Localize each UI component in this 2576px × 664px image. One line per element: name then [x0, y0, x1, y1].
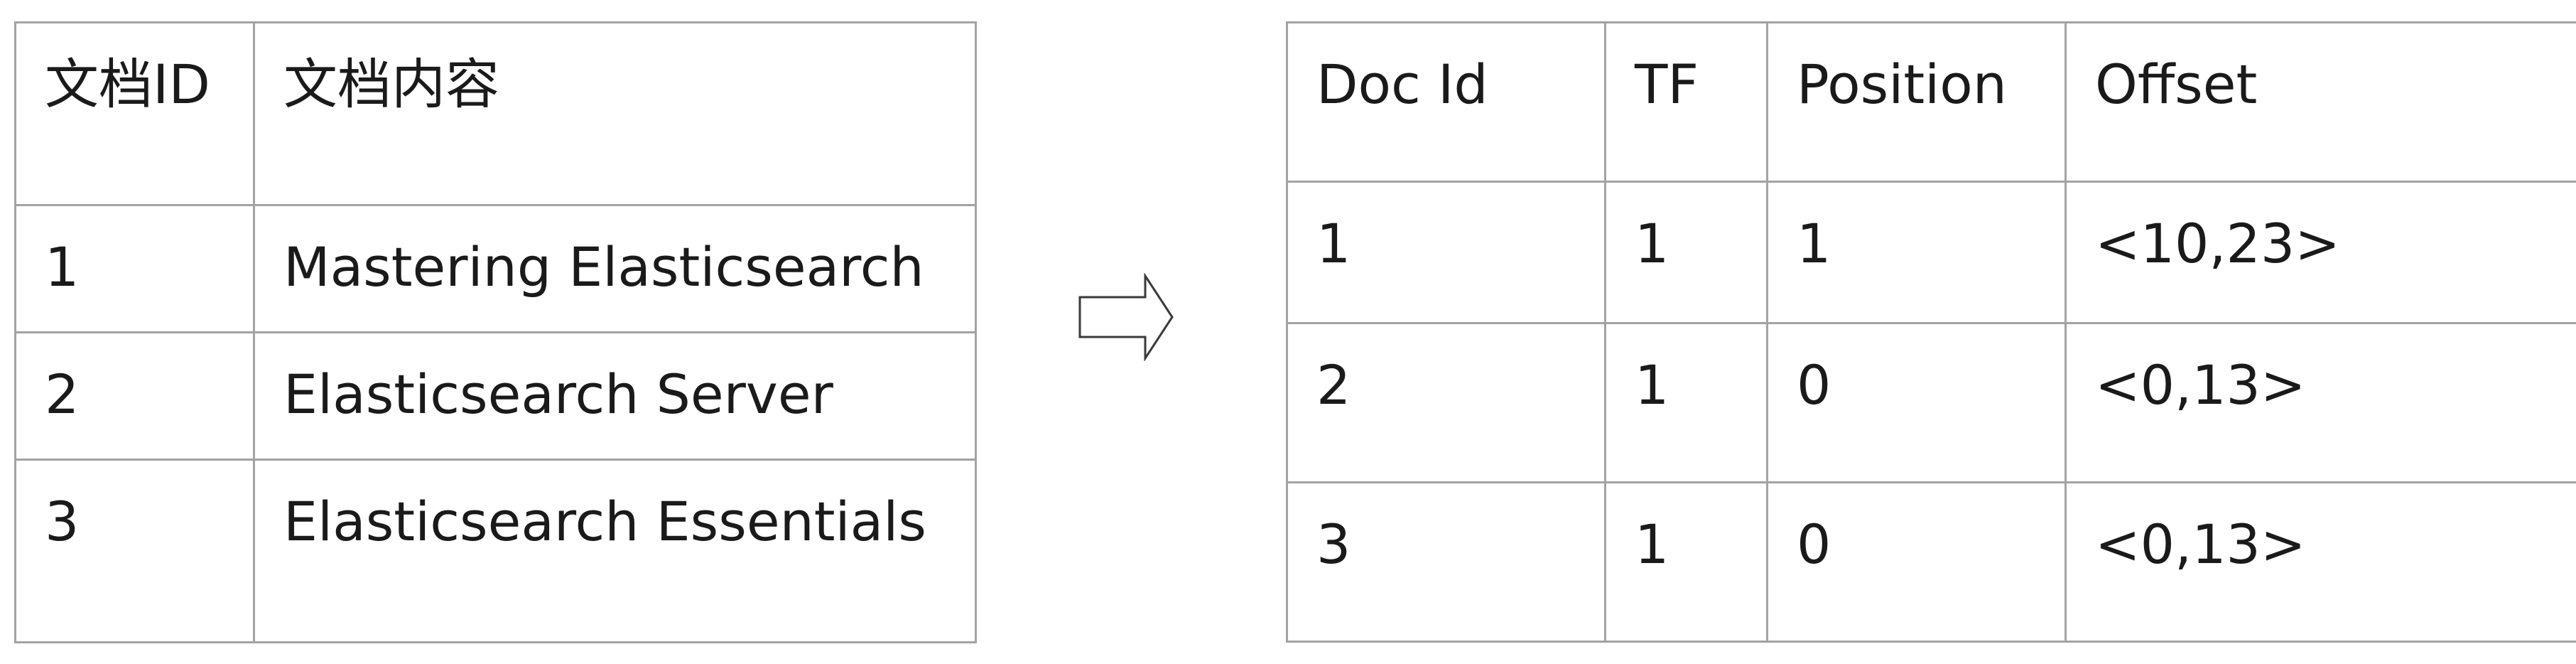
cell-position: 0 [1766, 322, 2067, 483]
table-row: 1 Mastering Elasticsearch [14, 204, 977, 333]
cell-doc-id: 1 [14, 204, 255, 333]
header-cell-position: Position [1766, 21, 2067, 183]
cell-offset: <0,13> [2064, 322, 2576, 483]
cell-doc-content: Elasticsearch Server [253, 331, 977, 461]
cell-position: 1 [1766, 181, 2067, 324]
cell-doc-id: 2 [1286, 322, 1606, 483]
cell-tf: 1 [1604, 481, 1768, 643]
cell-doc-id: 3 [14, 459, 255, 643]
cell-tf: 1 [1604, 181, 1768, 324]
cell-doc-id: 2 [14, 331, 255, 461]
table-row: 2 Elasticsearch Server [14, 331, 977, 461]
cell-offset: <10,23> [2064, 181, 2576, 324]
postings-table: Doc Id TF Position Offset 1 1 1 <10,23> … [1286, 21, 2576, 643]
table-row: 3 1 0 <0,13> [1286, 481, 2576, 643]
table-row: 2 1 0 <0,13> [1286, 322, 2576, 483]
table-row: 1 1 1 <10,23> [1286, 181, 2576, 324]
cell-tf: 1 [1604, 322, 1768, 483]
cell-doc-content: Elasticsearch Essentials [253, 459, 977, 643]
header-cell-tf: TF [1604, 21, 1768, 183]
header-cell-doc-id: Doc Id [1286, 21, 1606, 183]
right-arrow-outline-icon [1078, 273, 1174, 361]
header-cell-doc-id: 文档ID [14, 21, 255, 206]
header-cell-doc-content: 文档内容 [253, 21, 977, 206]
cell-position: 0 [1766, 481, 2067, 643]
cell-doc-id: 1 [1286, 181, 1606, 324]
cell-offset: <0,13> [2064, 481, 2576, 643]
table-header-row: Doc Id TF Position Offset [1286, 21, 2576, 183]
cell-doc-id: 3 [1286, 481, 1606, 643]
table-header-row: 文档ID 文档内容 [14, 21, 977, 206]
table-row: 3 Elasticsearch Essentials [14, 459, 977, 643]
cell-doc-content: Mastering Elasticsearch [253, 204, 977, 333]
documents-table: 文档ID 文档内容 1 Mastering Elasticsearch 2 El… [14, 21, 977, 643]
header-cell-offset: Offset [2064, 21, 2576, 183]
